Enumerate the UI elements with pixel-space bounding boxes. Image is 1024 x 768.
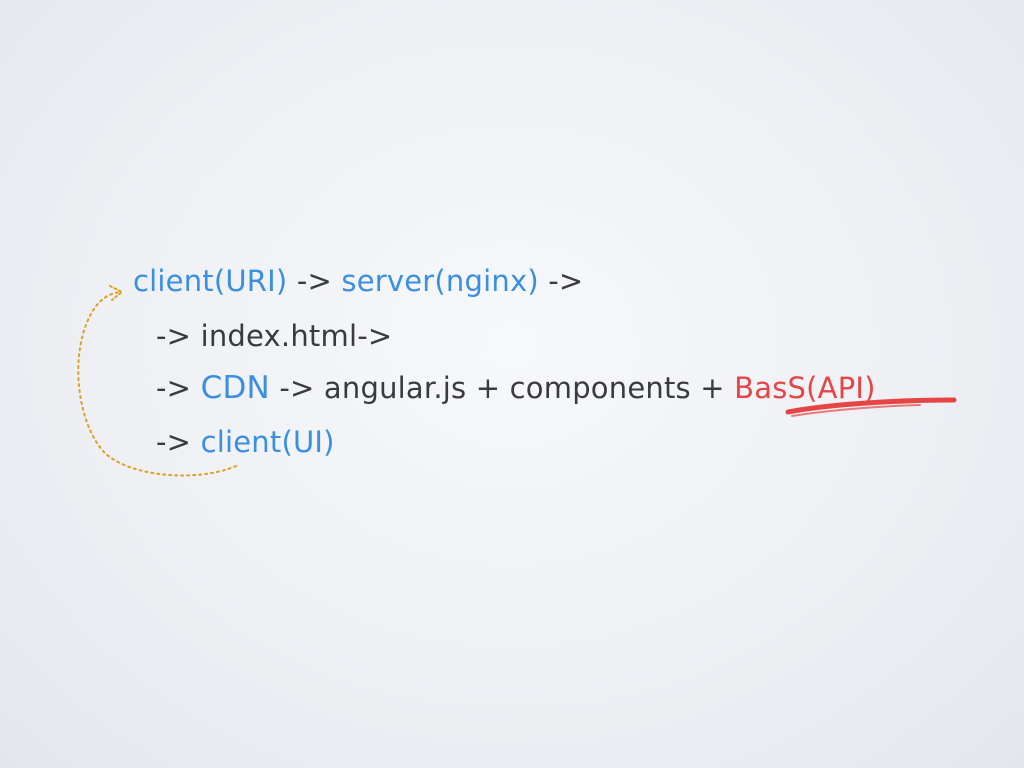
index-html-step: -> index.html-> [156,319,393,353]
bass-underline-tail [791,404,921,417]
client-ui-label: client(UI) [200,425,335,459]
flow-line-1: client(URI) -> server(nginx) -> [133,264,583,298]
cdn-label: CDN [200,370,270,406]
bass-underline [785,397,957,415]
flow-line-3: -> CDN -> angular.js + components + BasS… [156,371,876,405]
arrow-text: -> [538,264,584,298]
loop-arrowhead-icon [109,285,124,301]
arrow-text: -> [156,425,201,459]
bass-api-label: BasS(API) [734,371,876,405]
client-uri-label: client(URI) [133,264,288,298]
flow-line-4: -> client(UI) [156,425,335,459]
arrow-text: -> [156,371,201,405]
server-nginx-label: server(nginx) [341,264,539,298]
loop-back-arrow [77,291,237,477]
angular-components-text: -> angular.js + components + [269,371,735,405]
arrow-text: -> [287,264,342,298]
flow-line-2: -> index.html-> [156,319,392,353]
